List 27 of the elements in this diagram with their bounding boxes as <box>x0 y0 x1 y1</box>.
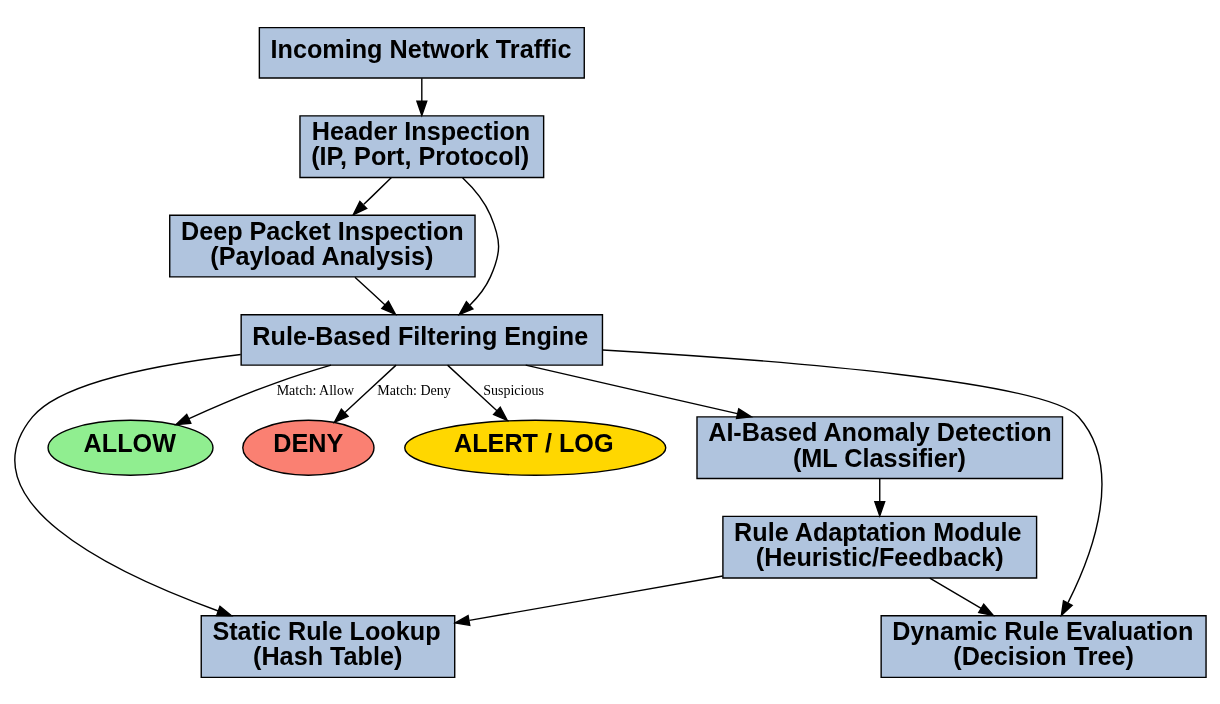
arrow <box>929 576 996 617</box>
arrow <box>174 364 332 425</box>
node-box: Dynamic Rule Evaluation (Decision Tree) <box>880 614 1207 678</box>
arrow <box>14 353 242 616</box>
arrow <box>525 363 754 419</box>
arrow <box>453 574 724 626</box>
arrow <box>602 348 1103 617</box>
arrow <box>351 176 393 216</box>
edge-label: Suspicious <box>483 382 544 398</box>
arrow <box>332 363 397 424</box>
arrow <box>354 276 398 316</box>
node-ellipse: ALERT / LOG <box>404 419 667 476</box>
node-ellipse: DENY <box>242 419 375 476</box>
arrow <box>415 76 428 117</box>
node-box: Deep Packet Inspection (Payload Analysis) <box>169 214 476 278</box>
edge-label: Match: Deny <box>377 382 451 398</box>
node-box: Rule Adaptation Module (Heuristic/Feedback) <box>722 515 1038 579</box>
node-box: Header Inspection (IP, Port, Protocol) <box>299 114 545 178</box>
node-box: AI-Based Anomaly Detection (ML Classifier) <box>696 415 1064 479</box>
arrow <box>457 176 500 316</box>
edge-label: Match: Allow <box>276 382 355 398</box>
node-box: Static Rule Lookup (Hash Table) <box>200 614 456 678</box>
arrow <box>446 363 509 422</box>
arrow <box>873 477 886 518</box>
node-box: Rule-Based Filtering Engine <box>240 313 604 366</box>
node-ellipse: ALLOW <box>47 419 214 476</box>
node-box: Incoming Network Traffic <box>258 26 585 79</box>
